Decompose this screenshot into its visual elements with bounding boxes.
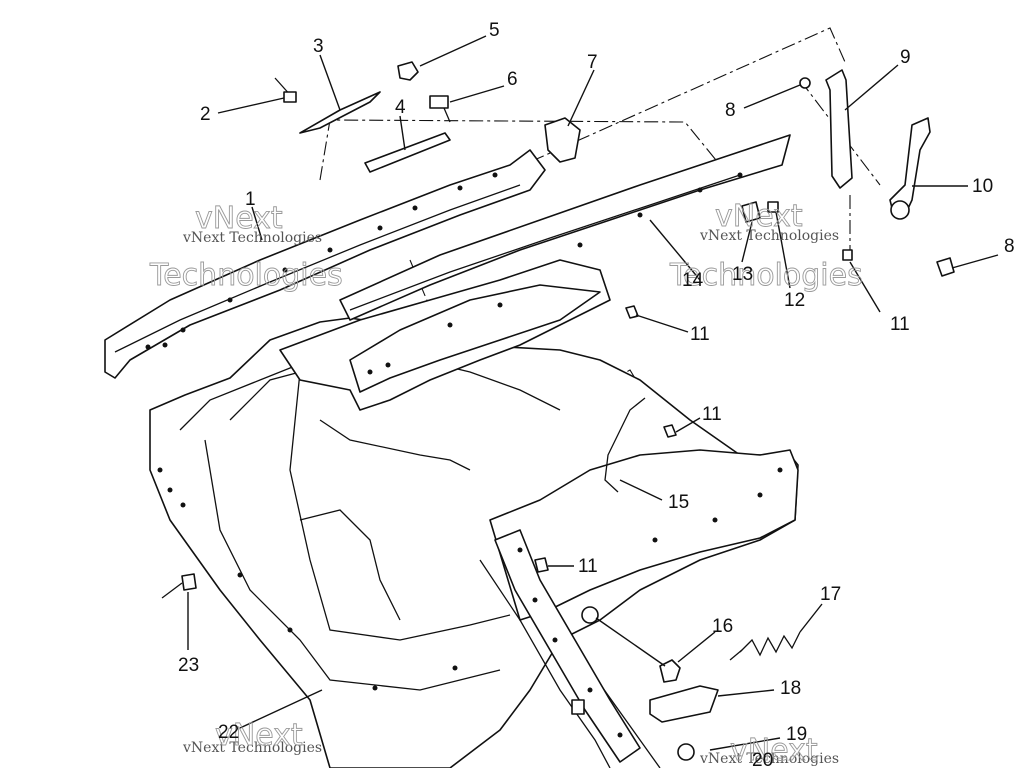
- callout-11d: 11: [578, 556, 598, 577]
- watermark: vNext Technologies vNext Technologies vN…: [149, 199, 864, 768]
- watermark-large-2: Technologies: [149, 258, 343, 293]
- callout-17: 17: [820, 584, 841, 605]
- callout-6: 6: [507, 69, 518, 90]
- callout-18: 18: [780, 678, 801, 699]
- mounting-holes: [145, 172, 783, 738]
- callout-11a: 11: [690, 324, 710, 345]
- callout-8a: 8: [725, 100, 736, 121]
- watermark-text: vNext Technologies: [182, 740, 322, 756]
- watermark-large-2: Technologies: [669, 258, 863, 293]
- watermark-large-1: vNext: [215, 718, 303, 753]
- callout-4: 4: [395, 97, 406, 118]
- callout-19: 19: [786, 724, 807, 745]
- callout-15: 15: [668, 492, 689, 513]
- front-panel-rail: [104, 149, 546, 379]
- callout-5: 5: [489, 20, 500, 41]
- leader-lines: [187, 35, 999, 751]
- callout-2: 2: [200, 104, 211, 125]
- callout-1: 1: [245, 189, 256, 210]
- callout-12: 12: [784, 290, 805, 311]
- callout-14: 14: [682, 270, 704, 291]
- top-panel: [279, 259, 611, 411]
- watermark-large-1: vNext: [195, 201, 283, 236]
- callout-8b: 8: [1004, 236, 1015, 257]
- callout-7: 7: [587, 52, 598, 73]
- callout-20: 20: [752, 750, 773, 768]
- cross-rail: [339, 134, 791, 321]
- callout-10: 10: [972, 176, 993, 197]
- watermark-large-1: vNext: [715, 199, 803, 234]
- callout-11b: 11: [890, 314, 910, 335]
- callout-22: 22: [218, 722, 239, 743]
- callout-23: 23: [178, 655, 199, 676]
- hardware-parts: [161, 61, 955, 761]
- watermark-large-1: vNext: [730, 733, 818, 768]
- watermark-text: vNext Technologies: [182, 230, 322, 246]
- watermark-text: vNext Technologies: [699, 751, 839, 767]
- side-frame-rail: [494, 529, 641, 763]
- callout-11c: 11: [702, 404, 722, 425]
- callout-16: 16: [712, 616, 733, 637]
- callout-13: 13: [732, 264, 753, 285]
- lower-body-housing: [149, 317, 799, 768]
- callout-labels: 1 2 3 4 5 6 7 8 8 9 10 11 11 11 11 12 13…: [178, 20, 1015, 768]
- watermark-text: vNext Technologies: [699, 228, 839, 244]
- callout-3: 3: [313, 36, 324, 57]
- callout-9: 9: [900, 47, 911, 68]
